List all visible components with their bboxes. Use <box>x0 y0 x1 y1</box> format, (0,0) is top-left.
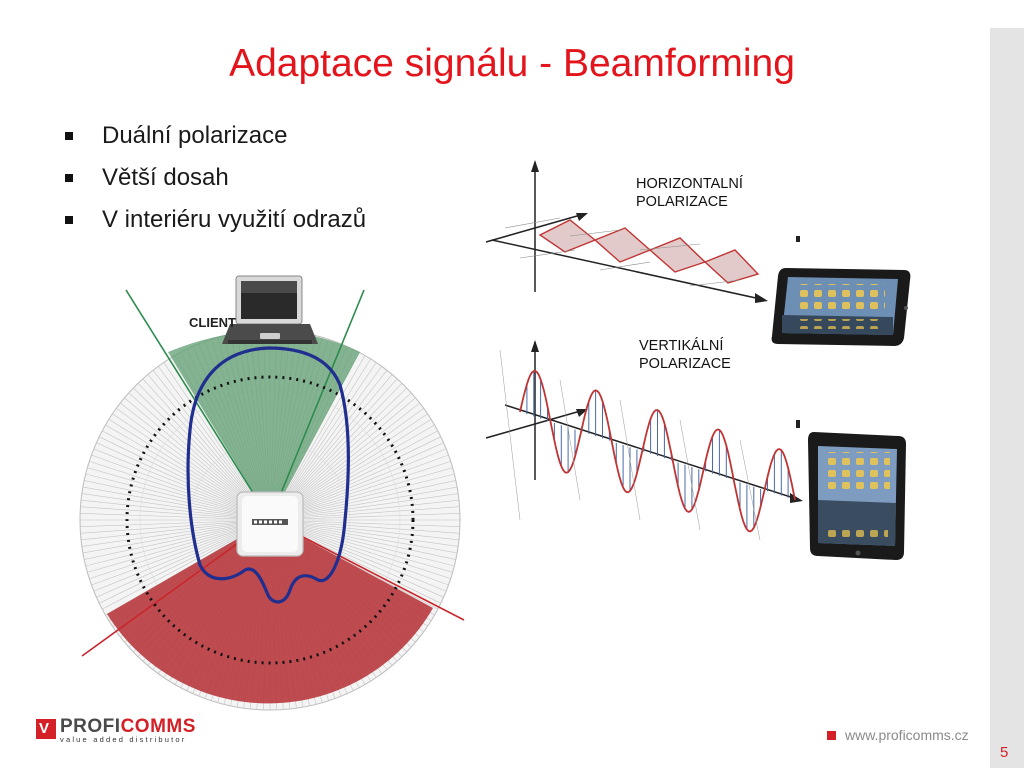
laptop-client <box>222 275 318 344</box>
bullet-list: Duální polarizace Větší dosah V interiér… <box>62 122 366 248</box>
radiation-pattern-lobe <box>186 346 350 604</box>
logo-mark-icon: V <box>36 719 56 739</box>
bullet-item: Větší dosah <box>62 164 366 192</box>
horizontal-polarization-label: HORIZONTALNÍ POLARIZACE <box>636 176 743 210</box>
page-number: 5 <box>1000 744 1009 761</box>
tablet-landscape <box>771 268 911 346</box>
bullet-item: V interiéru využití odrazů <box>62 206 366 234</box>
vertical-polarization-label: VERTIKÁLNÍ POLARIZACE <box>639 338 731 372</box>
client-label: CLIENT <box>189 315 236 330</box>
bullet-square-icon <box>65 174 73 182</box>
bullet-square-icon <box>65 216 73 224</box>
disc-ray <box>269 346 371 521</box>
tablet-portrait <box>808 432 906 560</box>
bullet-item: Duální polarizace <box>62 122 366 150</box>
horizontal-polarization-diagram <box>485 160 800 303</box>
coverage-dotted-circle <box>125 375 415 665</box>
side-bar <box>990 28 1024 768</box>
access-point-device <box>236 491 304 557</box>
red-rear-sector <box>107 520 433 704</box>
green-beam-sector <box>168 331 360 520</box>
vertical-polarization-diagram <box>485 340 803 541</box>
beam-edge-right <box>269 289 365 521</box>
slide-title: Adaptace signálu - Beamforming <box>229 42 795 85</box>
website-url: www.proficomms.cz <box>845 727 969 743</box>
beam-edge-left <box>125 289 271 521</box>
bullet-square-icon <box>65 132 73 140</box>
footer-square-icon <box>827 731 836 740</box>
company-logo: V PROFICOMMS value added distributor <box>36 716 236 746</box>
